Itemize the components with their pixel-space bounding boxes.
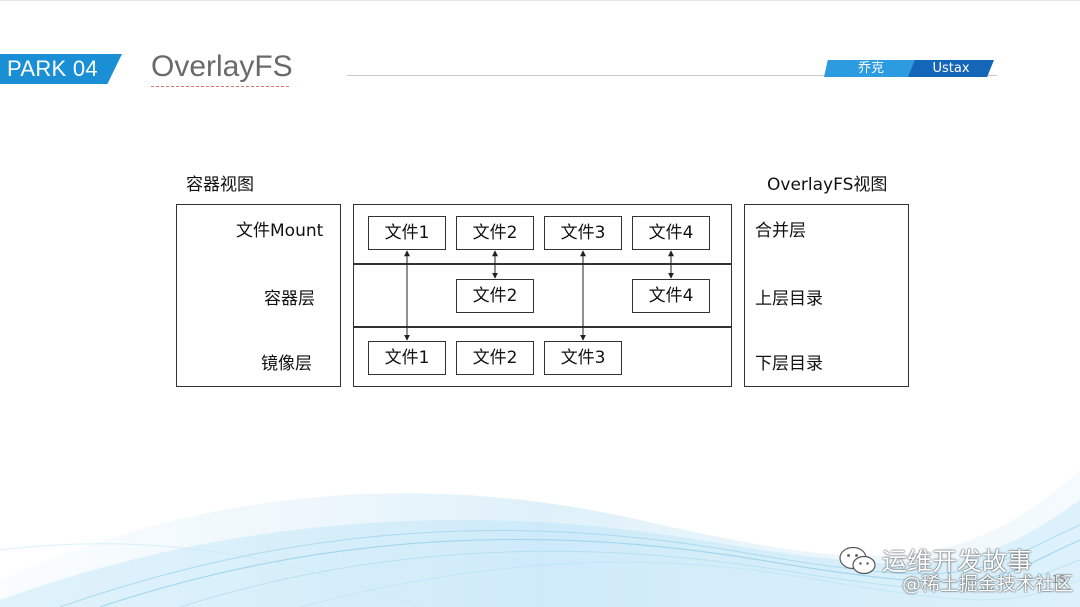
section-badge-label: PARK 04 (7, 56, 98, 81)
lower-dir-label: 下层目录 (755, 354, 823, 374)
wave-decoration (0, 470, 1080, 607)
lower-file-1: 文件1 (368, 341, 446, 375)
lower-file-2: 文件2 (456, 341, 534, 375)
merged-file-4: 文件4 (632, 216, 710, 250)
merged-layer-label: 合并层 (755, 221, 806, 241)
file-mount-label: 文件Mount (236, 221, 324, 241)
layer-divider-top (353, 263, 732, 265)
image-layer-label: 镜像层 (261, 354, 312, 374)
wechat-icon (839, 546, 876, 575)
merged-file-3: 文件3 (544, 216, 622, 250)
container-layer-label: 容器层 (264, 289, 315, 309)
container-view-title: 容器视图 (186, 175, 254, 195)
layer-divider-bottom (353, 326, 732, 328)
lower-file-3: 文件3 (544, 341, 622, 375)
brand-tag: Ustax (908, 60, 994, 77)
section-badge (0, 54, 122, 84)
upper-file-4: 文件4 (632, 279, 710, 313)
container-view-box (176, 204, 341, 387)
overlayfs-view-box (744, 204, 909, 387)
spellcheck-underline (151, 86, 289, 87)
author-tag: 乔克 (824, 60, 918, 77)
top-border (0, 0, 1080, 1)
merged-file-2: 文件2 (456, 216, 534, 250)
watermark-community: @稀土掘金技术社区 (902, 573, 1074, 595)
merged-file-1: 文件1 (368, 216, 446, 250)
overlayfs-view-title: OverlayFS视图 (767, 175, 888, 195)
upper-file-2: 文件2 (456, 279, 534, 313)
page-number: 15 (1052, 573, 1066, 586)
upper-dir-label: 上层目录 (755, 289, 823, 309)
header-rule (347, 75, 997, 76)
watermark-account-name: 运维开发故事 (882, 547, 1033, 576)
slide-title: OverlayFS (151, 50, 293, 83)
